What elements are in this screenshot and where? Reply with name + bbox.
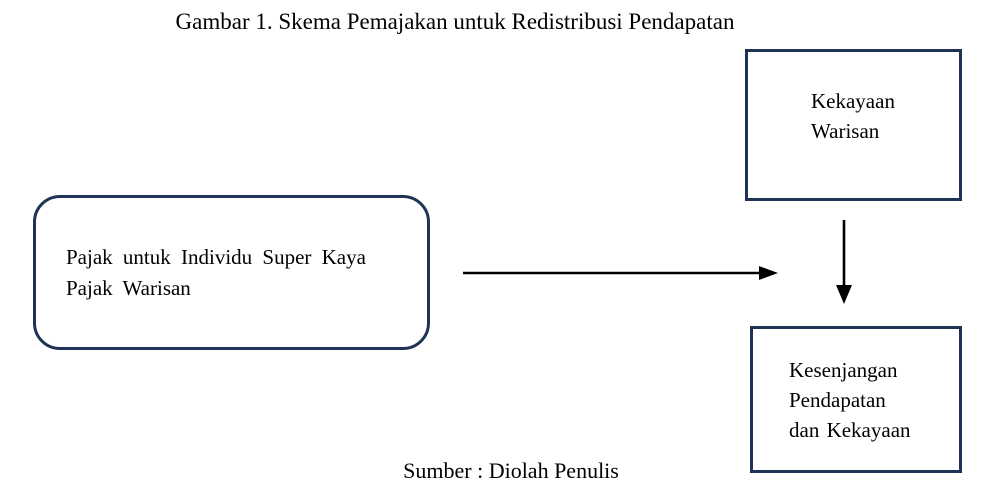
source-caption: Sumber : Diolah Penulis: [403, 458, 619, 483]
box-inherited-wealth: Kekayaan Warisan: [745, 49, 962, 201]
box-super-rich-tax-line-1: Pajak untuk Individu Super Kaya: [66, 244, 366, 269]
box-income-wealth-gap-line-3: dan Kekayaan: [789, 417, 911, 442]
box-inherited-wealth-line-1: Kekayaan: [811, 89, 895, 113]
box-income-wealth-gap-line-1: Kesenjangan: [789, 357, 898, 382]
figure-title: Gambar 1. Skema Pemajakan untuk Redistri…: [175, 9, 735, 34]
arrow-down-icon: [836, 220, 852, 304]
box-super-rich-tax: Pajak untuk Individu Super Kaya Pajak Wa…: [33, 195, 430, 350]
arrow-right-icon: [463, 266, 778, 280]
box-income-wealth-gap-line-2: Pendapatan: [789, 387, 886, 412]
box-income-wealth-gap: Kesenjangan Pendapatan dan Kekayaan: [750, 326, 962, 473]
box-inherited-wealth-line-2: Warisan: [811, 119, 880, 143]
box-super-rich-tax-line-2: Pajak Warisan: [66, 275, 191, 300]
